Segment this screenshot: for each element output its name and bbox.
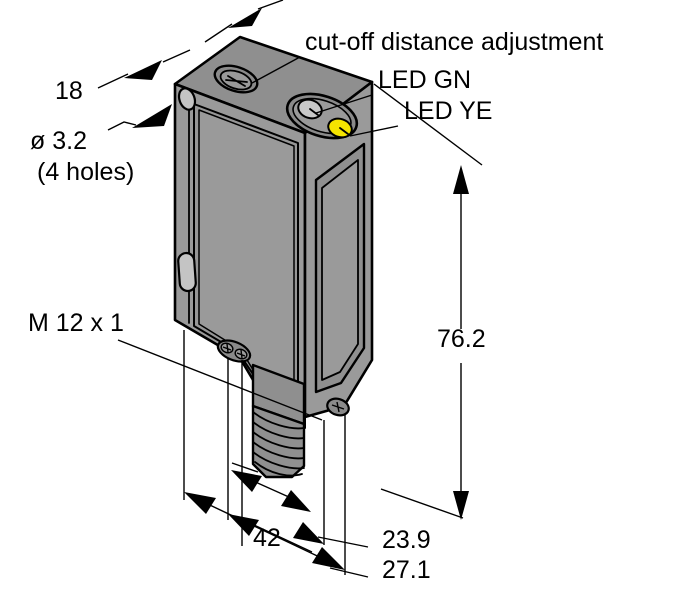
bottom-extension-lines [183, 330, 346, 575]
dim-27-1-line [228, 514, 369, 578]
lens-window-inner [321, 159, 359, 381]
adjustment-pot[interactable] [211, 61, 260, 97]
leader-led-gn [315, 94, 373, 114]
pot-slot-icon [225, 75, 248, 87]
arrowhead-42-left [184, 492, 216, 514]
arrowhead-27-left [228, 514, 259, 536]
dim-23-9-leader [231, 462, 259, 473]
dimension-23-9: 23.9 [382, 526, 431, 554]
led-indicator-green [297, 98, 323, 120]
led-yellow-notch [339, 127, 349, 135]
screw-lower [326, 397, 350, 417]
led-green-notch [309, 108, 319, 116]
leader-m12 [117, 339, 323, 421]
dim-42-line [184, 492, 345, 570]
arrowhead-23-right [281, 490, 311, 512]
arrowhead-23-left [231, 470, 262, 492]
dim-23-9-line [231, 470, 369, 548]
arrowhead-76-bottom [453, 491, 469, 520]
lens-window [314, 142, 366, 394]
sensor-body [173, 35, 374, 479]
callout-leaders [117, 56, 399, 421]
arrowhead-hole [132, 104, 172, 128]
mounting-hole-bottom [177, 251, 197, 293]
dimension-76-2: 76.2 [437, 325, 486, 353]
arrowhead-18-upper [228, 8, 262, 28]
arrowhead-42-right [312, 547, 345, 570]
callout-m12x1: M 12 x 1 [28, 309, 124, 337]
arrowhead-27-right [293, 522, 324, 544]
screw-upper-cross [222, 343, 246, 359]
callout-cut-off-distance-adjustment: cut-off distance adjustment [305, 28, 603, 56]
screw-upper [216, 339, 252, 363]
callout-led-ye: LED YE [404, 97, 492, 125]
leader-led-ye [349, 125, 399, 137]
mounting-hole-top [177, 87, 197, 111]
arrowhead-18-lower [124, 60, 162, 80]
dimension-27-1: 27.1 [382, 556, 431, 584]
dimension-diameter-3-2: ø 3.2 [30, 127, 87, 155]
callout-led-gn: LED GN [378, 66, 471, 94]
m12-connector [251, 363, 306, 479]
led-indicator-yellow [327, 117, 353, 139]
arrowhead-76-top [453, 165, 469, 194]
dim-18-leaders [97, 0, 284, 89]
dim-76-2-lines [373, 83, 483, 520]
leader-cut-off-adjustment [251, 56, 301, 84]
screw-lower-cross [331, 401, 345, 413]
connector-threads [252, 411, 305, 477]
dim-hole-leaders [107, 104, 172, 131]
dimension-42: 42 [253, 524, 281, 552]
dimension-18: 18 [55, 77, 83, 105]
dimension-4-holes: (4 holes) [37, 158, 134, 186]
